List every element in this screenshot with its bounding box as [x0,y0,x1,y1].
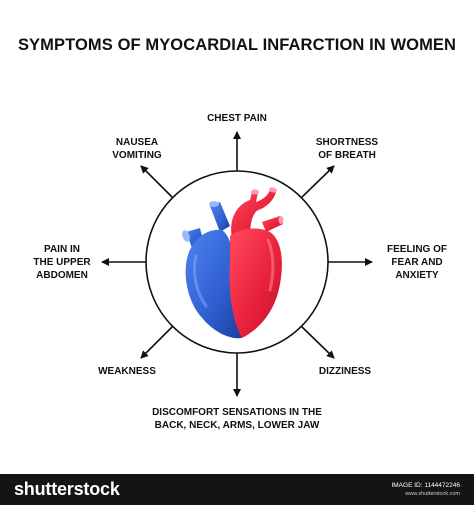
arrow-down-right-icon [300,325,335,359]
page-title: SYMPTOMS OF MYOCARDIAL INFARCTION IN WOM… [17,36,457,54]
arrow-up-right-icon [300,165,335,199]
heart-illustration [182,187,284,339]
site-url-text: www.shutterstock.com [405,491,460,497]
heart-vessel-cap-red-2 [269,187,277,193]
symptom-dizziness: DIZZINESS [318,366,372,377]
heart-highlight-red [266,238,275,292]
heart-highlight-blue [192,254,208,308]
heart-red-vessel-right [262,216,283,232]
heart-vessel-cap-blue-1 [182,230,190,242]
arrow-up-left-icon [140,165,174,199]
symptom-weakness: WEAKNESS [98,366,156,377]
brand-logo: shutterstock [14,479,120,499]
symptom-nausea-vomiting: NAUSEA VOMITING [112,137,162,161]
heart-right-side [185,229,242,339]
symptom-discomfort-sensations: DISCOMFORT SENSATIONS IN THE BACK, NECK,… [152,407,322,431]
heart-left-side [229,228,282,338]
symptom-pain-upper-abdomen: PAIN IN THE UPPER ABDOMEN [33,244,91,281]
heart-vessel-cap-blue-2 [209,201,219,207]
heart-blue-vessel-top [210,202,230,232]
symptom-shortness-of-breath: SHORTNESS OF BREATH [315,137,379,161]
symptom-chest-pain: CHEST PAIN [207,113,267,124]
image-id-text: IMAGE ID: 1144472246 [391,482,460,489]
arrow-down-left-icon [140,325,174,359]
arrow-group [101,131,373,397]
footer-bar: shutterstock IMAGE ID: 1144472246 www.sh… [0,474,474,505]
symptom-fear-anxiety: FEELING OF FEAR AND ANXIETY [387,244,447,281]
heart-vessel-cap-red-1 [251,189,259,195]
heart-aorta [231,190,276,238]
heart-vessel-cap-red-3 [278,216,284,224]
